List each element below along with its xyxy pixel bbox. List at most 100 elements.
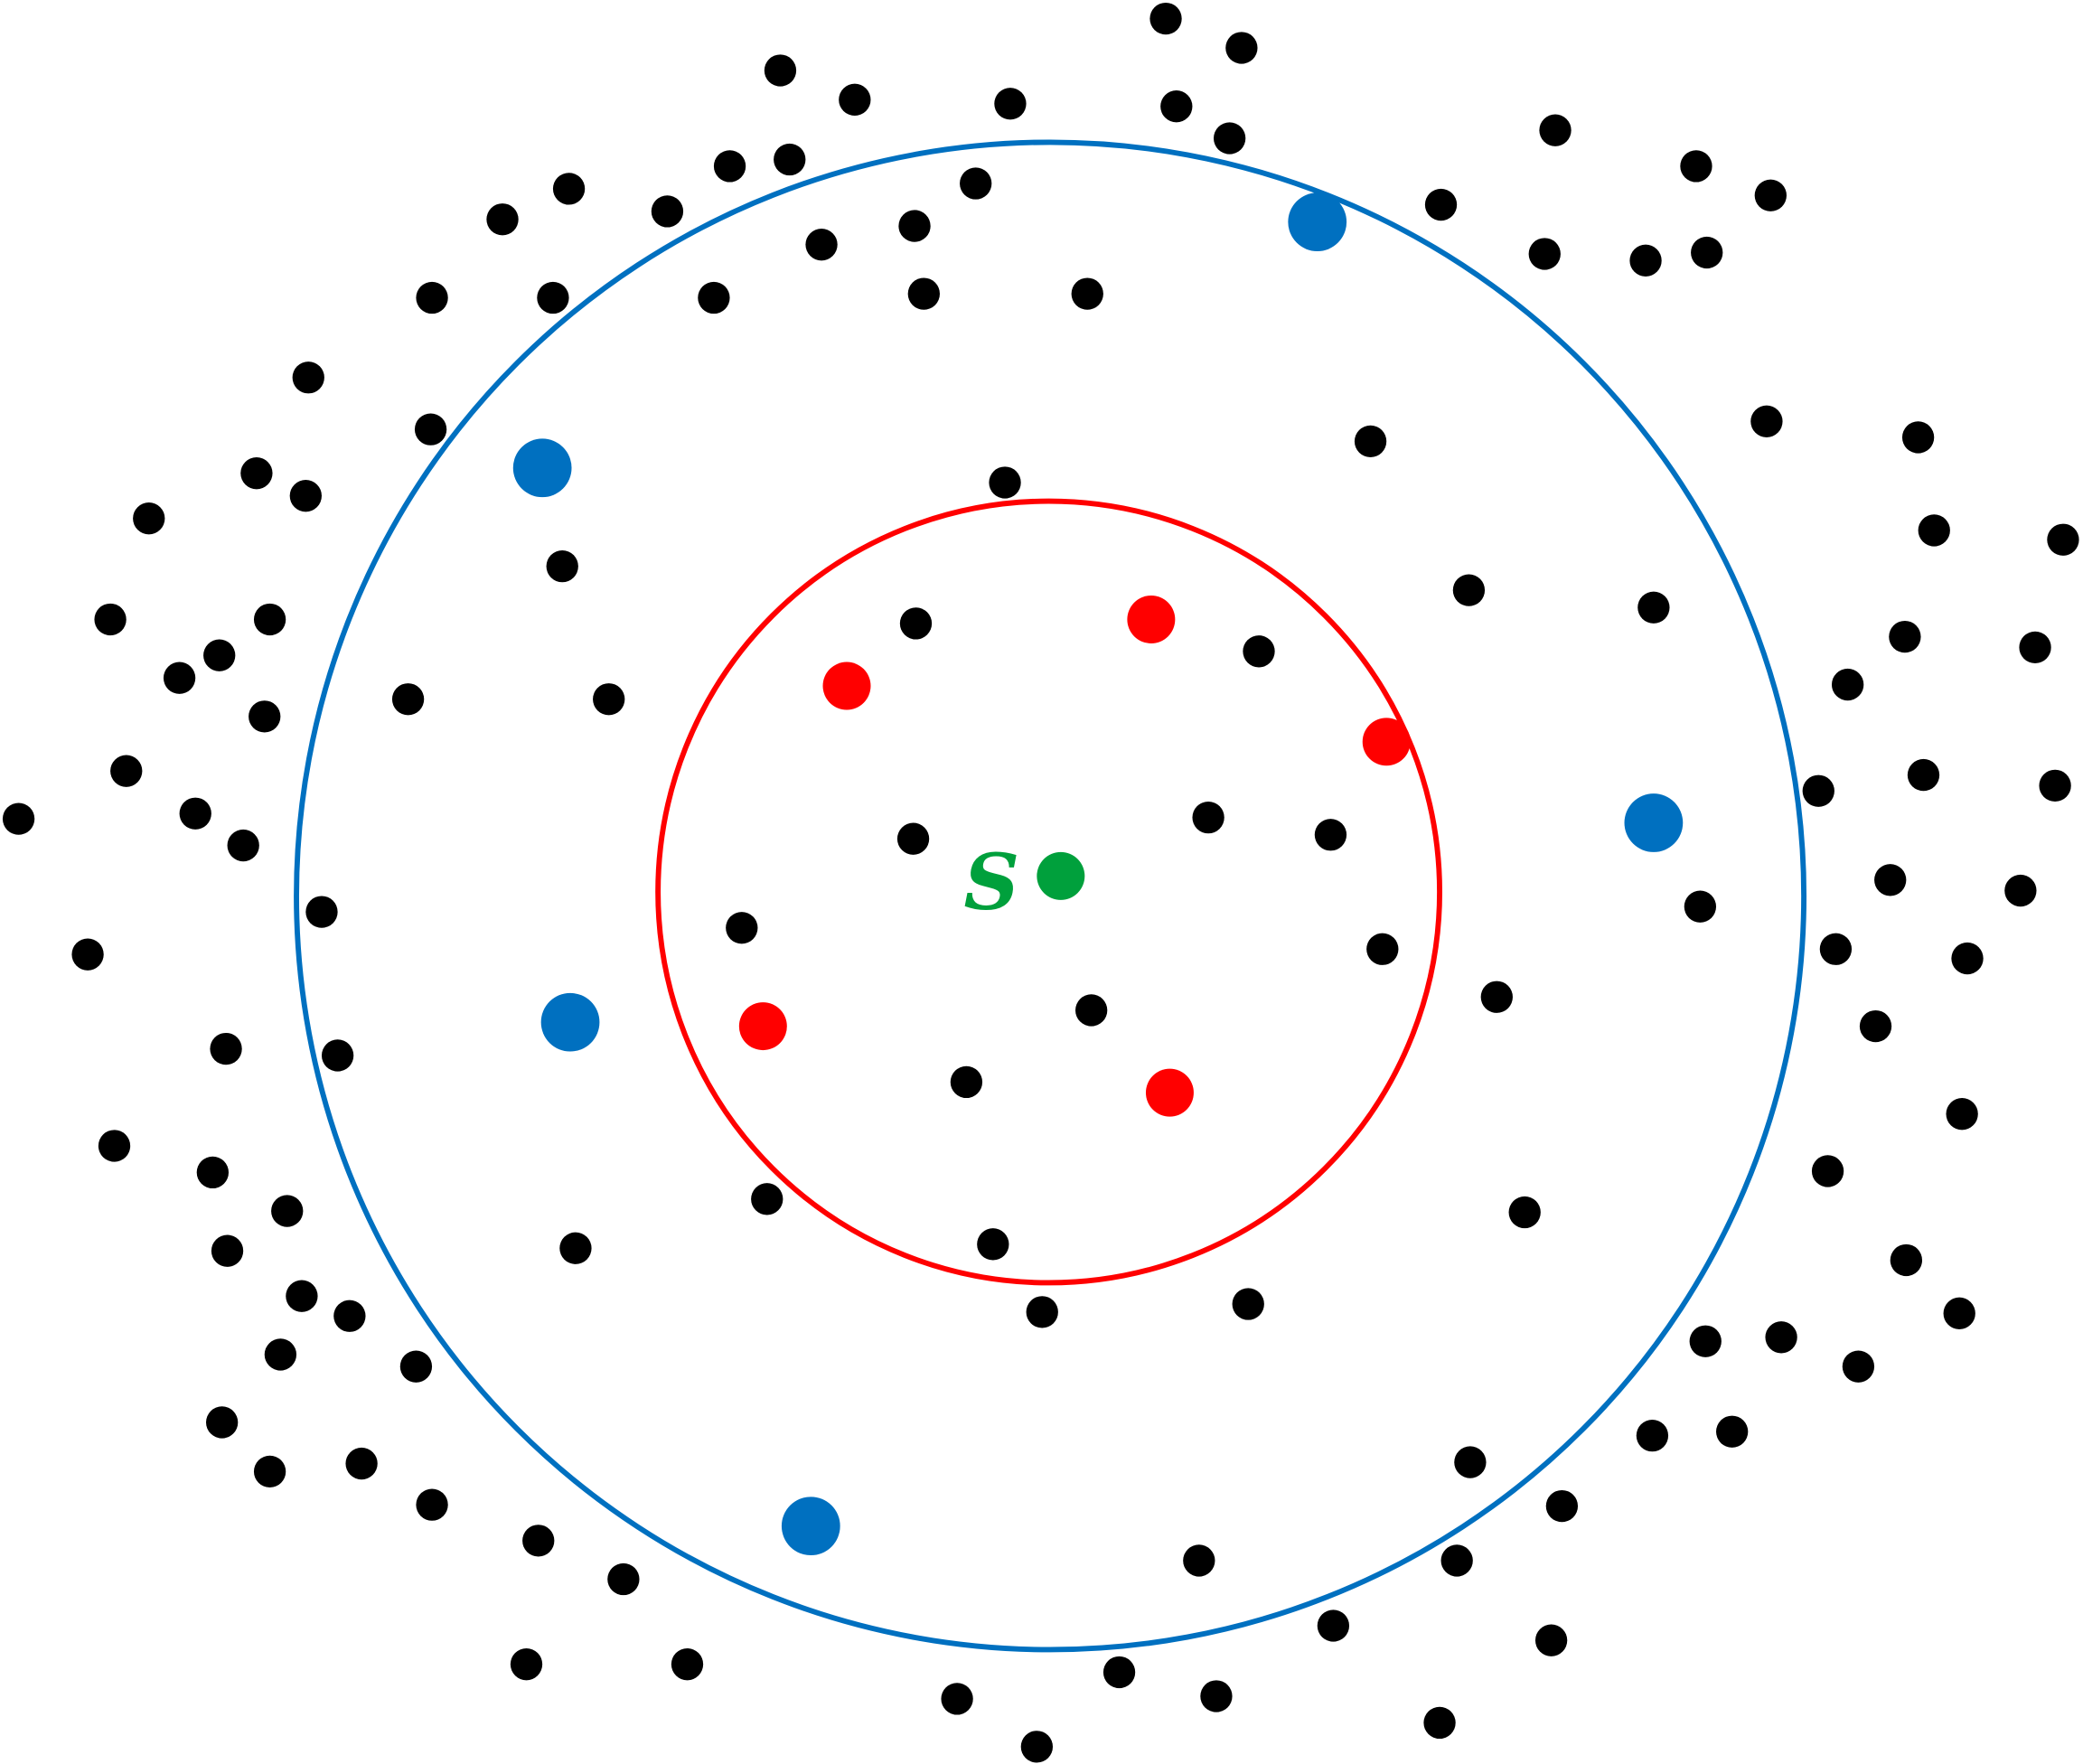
node	[1943, 1297, 1975, 1329]
node	[1819, 933, 1853, 965]
node	[486, 203, 519, 236]
node	[249, 700, 281, 733]
node	[2019, 631, 2051, 664]
node	[839, 83, 871, 116]
node	[321, 1039, 354, 1072]
node	[950, 1065, 983, 1099]
node	[1071, 277, 1103, 310]
node	[196, 1156, 230, 1189]
node	[286, 1280, 318, 1312]
outer-range-circle	[294, 139, 1807, 1653]
node	[240, 457, 273, 490]
node	[1317, 1609, 1350, 1642]
node	[1874, 864, 1907, 896]
node	[1859, 1009, 1892, 1043]
node	[1508, 1196, 1541, 1229]
blue-node	[1624, 793, 1684, 852]
node	[1684, 890, 1717, 923]
node	[211, 1234, 244, 1267]
node	[1680, 150, 1712, 183]
red-node	[1127, 596, 1176, 643]
node	[698, 281, 730, 314]
node	[1480, 981, 1513, 1013]
node	[110, 755, 143, 787]
node	[253, 603, 286, 636]
node	[510, 1648, 543, 1681]
node	[546, 549, 578, 583]
node	[253, 1455, 286, 1488]
node	[1629, 244, 1662, 277]
node	[1636, 1420, 1669, 1452]
node	[1545, 1489, 1579, 1523]
node	[2, 802, 35, 835]
node	[941, 1683, 973, 1715]
node	[1183, 1544, 1215, 1577]
node	[399, 1350, 433, 1383]
node	[1802, 774, 1834, 807]
node	[2047, 523, 2079, 556]
node	[1842, 1350, 1875, 1383]
node	[1243, 635, 1275, 668]
node	[271, 1195, 304, 1227]
source-node	[1037, 851, 1085, 900]
node	[133, 502, 165, 535]
node	[2039, 769, 2071, 802]
node	[559, 1232, 592, 1264]
node	[391, 683, 425, 716]
node	[1102, 1656, 1136, 1689]
node	[1026, 1296, 1058, 1328]
node	[2004, 874, 2037, 907]
node	[1423, 1706, 1456, 1740]
node	[774, 143, 806, 176]
node	[1811, 1155, 1844, 1187]
node	[896, 822, 930, 855]
node	[960, 167, 992, 200]
node	[907, 277, 940, 310]
node	[671, 1648, 704, 1681]
blue-node	[512, 438, 572, 498]
node	[264, 1338, 297, 1371]
node	[989, 466, 1021, 499]
node	[1528, 238, 1561, 270]
node	[416, 281, 448, 314]
red-node	[1145, 1068, 1194, 1117]
node	[1689, 1325, 1722, 1357]
red-nodes	[738, 596, 1411, 1117]
node	[1232, 1288, 1264, 1320]
node	[1452, 574, 1486, 606]
node	[333, 1300, 366, 1332]
node	[1225, 32, 1258, 64]
blue-nodes	[512, 192, 1684, 1556]
node	[651, 195, 684, 228]
node	[1424, 188, 1458, 221]
node	[163, 662, 196, 694]
node	[1951, 942, 1984, 975]
node	[179, 797, 211, 830]
node	[898, 210, 931, 242]
node	[713, 150, 746, 183]
node	[552, 173, 586, 205]
node	[1075, 994, 1108, 1027]
node	[1020, 1731, 1054, 1763]
node	[1192, 802, 1224, 834]
red-node	[1362, 718, 1411, 766]
node	[1889, 620, 1921, 653]
node	[1754, 179, 1787, 211]
node	[994, 88, 1027, 120]
red-node	[738, 1002, 787, 1051]
node	[899, 607, 933, 640]
node	[977, 1228, 1009, 1261]
node	[1946, 1098, 1978, 1131]
node	[289, 480, 322, 512]
node	[1831, 668, 1864, 701]
node	[1534, 1624, 1568, 1656]
blue-node	[540, 992, 600, 1052]
node	[1160, 90, 1193, 123]
node	[305, 896, 338, 928]
node	[71, 938, 104, 971]
node	[210, 1032, 242, 1065]
node	[1200, 1680, 1233, 1712]
node	[227, 829, 259, 862]
